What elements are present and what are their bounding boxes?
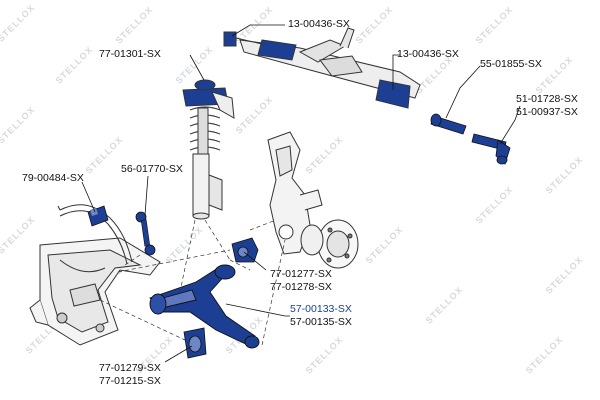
front-arm-bushing-part [231,237,259,263]
part-number-stabilizer-link[interactable]: 56-01770-SX [121,163,183,175]
inner-tie-rod-part [430,113,467,135]
part-number-tie-rod-end-b[interactable]: 51-00937-SX [516,106,578,118]
subframe [29,237,161,346]
stabilizer-bushing-part [87,205,109,227]
part-number-inner-tie-rod[interactable]: 55-01855-SX [480,58,542,70]
part-number-control-arm-b[interactable]: 57-00135-SX [290,316,352,328]
part-number-strut-mount[interactable]: 77-01301-SX [99,48,161,60]
callout-lines [81,24,521,363]
steering-knuckle [267,131,323,255]
part-number-control-arm-a[interactable]: 57-00133-SX [290,303,352,315]
part-number-rear-bushing-b[interactable]: 77-01215-SX [99,375,161,387]
stabilizer-link-part [135,211,156,256]
part-number-front-bushing-b[interactable]: 77-01278-SX [270,281,332,293]
part-number-steering-rack[interactable]: 13-00436-SX [288,18,350,30]
part-number-rear-bushing-a[interactable]: 77-01279-SX [99,362,161,374]
part-number-stabilizer-bushing[interactable]: 79-00484-SX [22,172,84,184]
strut-assembly [182,79,235,220]
steering-rack-part [223,27,421,109]
rear-arm-bushing-part [183,327,207,359]
part-number-tie-rod-end-a[interactable]: 51-01728-SX [516,93,578,105]
assembly-guide-lines [99,219,286,346]
tie-rod-end-part [471,133,511,165]
part-number-front-bushing-a[interactable]: 77-01277-SX [270,268,332,280]
stabilizer-bar [57,204,133,265]
part-number-steering-rack-boot[interactable]: 13-00436-SX [397,48,459,60]
wheel-hub [300,219,359,269]
control-arm-part [149,264,260,349]
